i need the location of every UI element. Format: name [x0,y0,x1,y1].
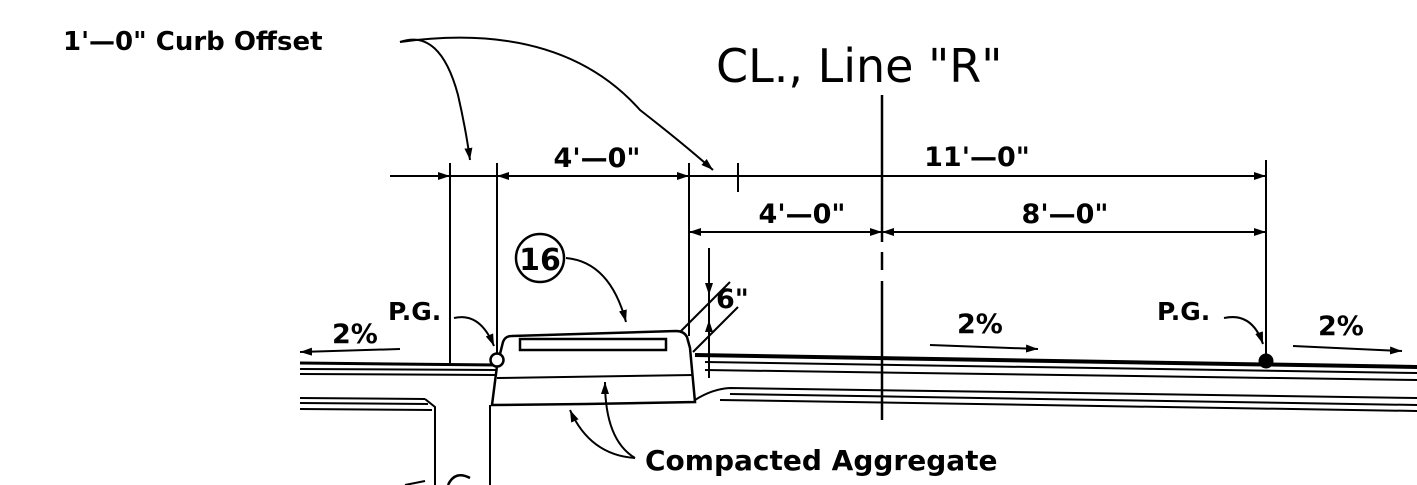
slope-label-right: 2% [1318,311,1364,342]
slope-label-center: 2% [957,309,1003,340]
profile-grade-label-right: P.G. [1157,297,1210,326]
dim-label-8ft: 8'—0" [1022,199,1109,230]
pavement-layers [299,353,1417,485]
dim-label-4ft-left: 4'—0" [554,143,641,174]
profile-grade-label-left: P.G. [388,297,441,326]
profile-grade-point-left [489,352,505,368]
dimension-lines [390,172,1266,378]
dim-label-11ft: 11'—0" [924,142,1030,173]
slope-label-left: 2% [332,319,378,350]
dim-label-4ft-mid: 4'—0" [759,199,846,230]
callout-16-number: 16 [519,243,561,278]
curb-offset-label: 1'—0" Curb Offset [63,27,323,57]
centerline-label: CL., Line "R" [716,39,1002,93]
leader-arrows [299,36,1403,459]
dim-label-6in: 6" [716,284,749,315]
curbed-median [490,329,697,407]
extension-lines [449,160,1267,365]
compacted-aggregate-label: Compacted Aggregate [645,444,998,477]
callout-16-circle [514,232,566,284]
profile-grade-point-right [1258,353,1274,369]
